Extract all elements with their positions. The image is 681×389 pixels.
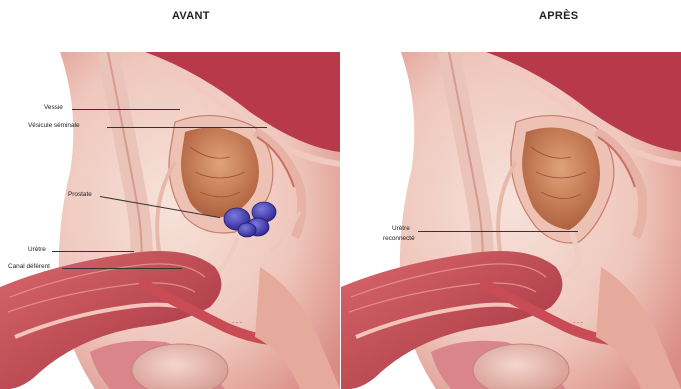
pelvis-illustration-before: ~ ~ ~ [0,52,340,389]
leader-reconnected-urethra [418,231,578,232]
anatomy-after-panel: ~ ~ ~ [341,52,681,389]
after-title: APRÈS [539,10,578,22]
label-reconnected-urethra-line2: reconnecté [383,235,415,243]
pelvis-illustration-after: ~ ~ ~ [341,52,681,389]
leader-vas-deferens [62,268,182,269]
label-urethra: Urètre [28,246,46,254]
leader-urethra [52,251,134,252]
label-bladder: Vessie [44,104,63,112]
anatomy-before-panel: ~ ~ ~ [0,52,340,389]
label-vas-deferens: Canal déférent [8,263,50,271]
leader-bladder [72,109,180,110]
label-seminal-vesicle: Vésicule séminale [28,122,80,130]
watermark-before: ~ ~ ~ [232,320,242,325]
watermark-after: ~ ~ ~ [573,320,583,325]
before-title: AVANT [172,10,210,22]
label-reconnected-urethra-line1: Urètre [392,225,410,233]
label-prostate: Prostate [68,191,92,199]
leader-seminal-vesicle [107,127,267,128]
